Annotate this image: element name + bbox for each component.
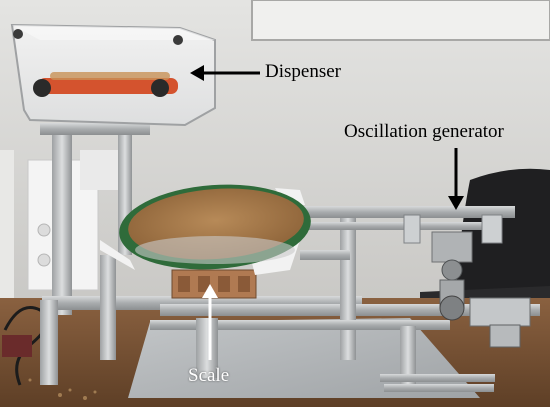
- motor-bracket: [469, 297, 531, 327]
- dispenser-label: Dispenser: [265, 61, 341, 82]
- frame-leg-right: [340, 210, 356, 360]
- frame-rail-low: [150, 320, 450, 330]
- scale-arrow: [202, 284, 218, 360]
- frame-leg-2: [100, 255, 116, 360]
- circuit-board: [2, 335, 32, 357]
- frame-leg-left: [40, 300, 58, 385]
- dispenser-crossbar: [40, 123, 150, 135]
- motor-housing: [431, 231, 473, 263]
- control-box-top: [80, 150, 125, 190]
- whiteboard: [251, 0, 550, 41]
- door-frame: [0, 150, 14, 300]
- dispenser-arrow: [190, 65, 260, 81]
- dispenser-roller: [38, 78, 178, 94]
- scale-label: Scale: [188, 365, 230, 386]
- oscillation-arm: [300, 206, 515, 218]
- dispenser-post: [52, 125, 72, 315]
- oscillation-arrow: [448, 148, 464, 210]
- oscillation-generator-label: Oscillation generator: [344, 121, 504, 142]
